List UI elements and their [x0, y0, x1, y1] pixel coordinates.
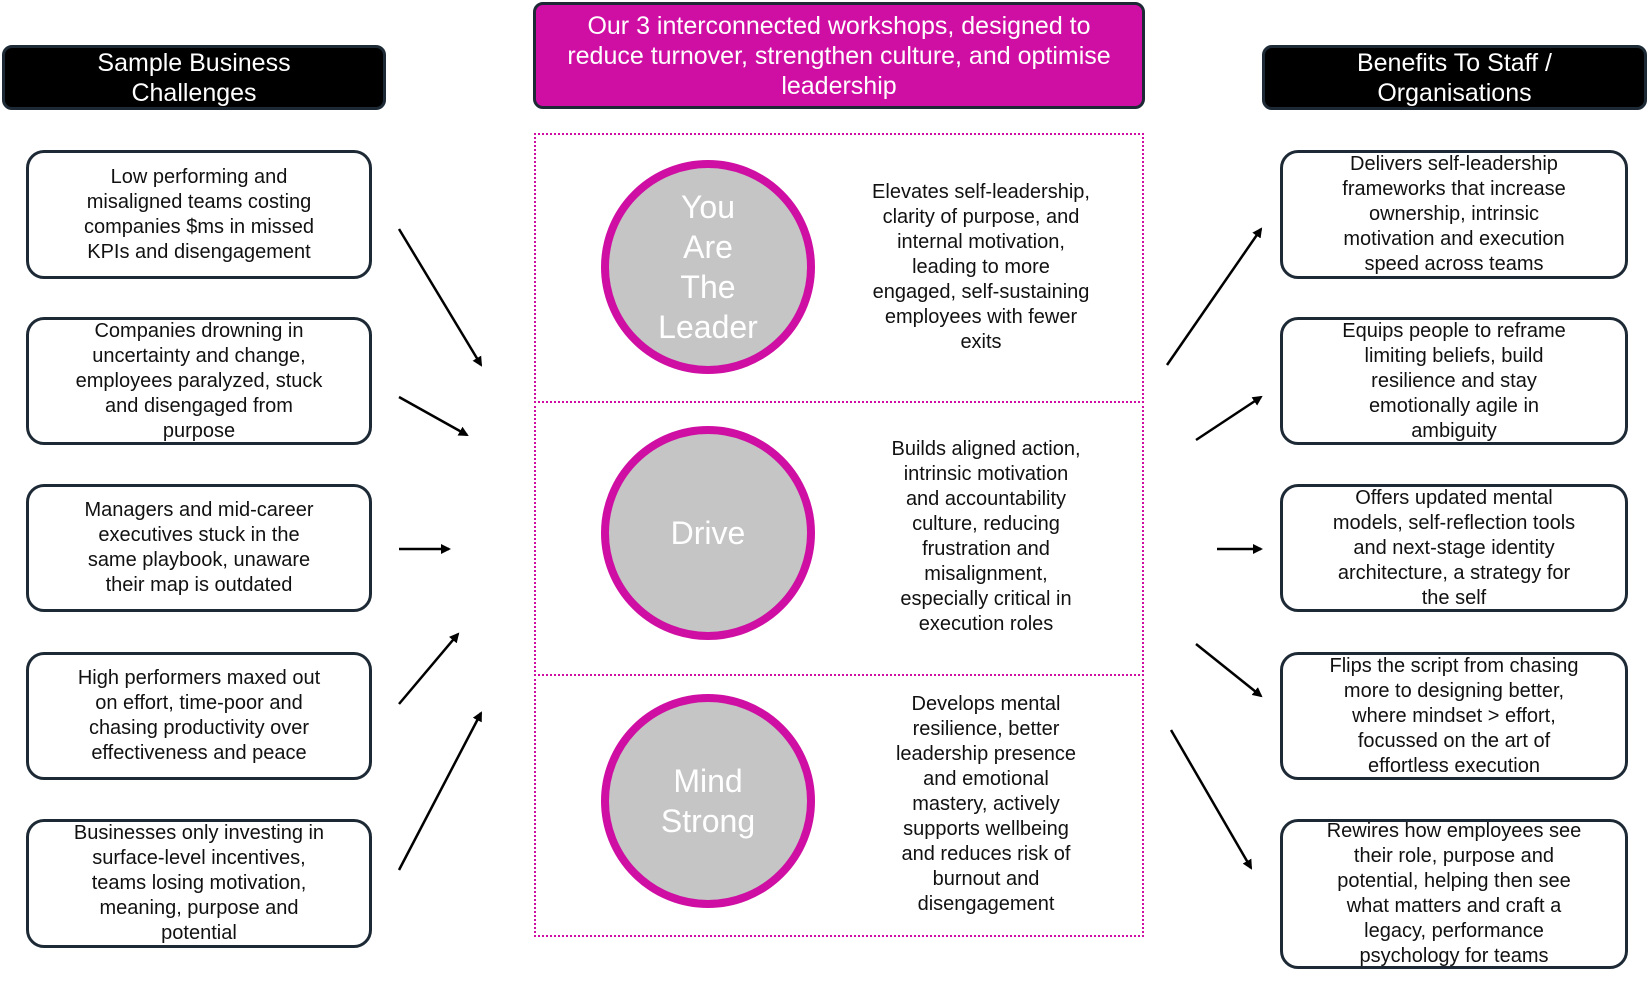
challenge-text: Businesses only investing in surface-lev… [73, 822, 325, 944]
benefits-header: Benefits To Staff / Organisations [1262, 45, 1647, 110]
arrow-icon [1169, 729, 1253, 870]
challenge-card: High performers maxed out on effort, tim… [26, 652, 372, 780]
workshop-circle: You Are The Leader [601, 160, 815, 374]
arrow-icon [1195, 643, 1263, 698]
benefit-text: Equips people to reframe limiting belief… [1342, 319, 1566, 442]
workshop-panel-drive: Drive Builds aligned action, intrinsic m… [534, 401, 1144, 676]
benefit-card: Offers updated mental models, self-refle… [1280, 484, 1628, 612]
arrow-icon [397, 711, 483, 871]
workshop-circle: Mind Strong [601, 694, 815, 908]
challenges-header: Sample Business Challenges [2, 45, 386, 110]
benefit-text: Flips the script from chasing more to de… [1329, 654, 1579, 777]
challenge-text: Companies drowning in uncertainty and ch… [75, 319, 323, 442]
challenge-text: Managers and mid-career executives stuck… [84, 499, 314, 596]
benefit-text: Delivers self-leadership frameworks that… [1342, 153, 1566, 275]
workshop-description: Builds aligned action, intrinsic motivat… [891, 438, 1081, 635]
workshop-name: Drive [670, 515, 746, 551]
arrow-icon [397, 228, 483, 367]
benefit-text: Rewires how employees see their role, pu… [1326, 820, 1582, 967]
arrow-icon [1195, 395, 1263, 442]
benefit-card: Delivers self-leadership frameworks that… [1280, 150, 1628, 279]
workshop-panel-mind-strong: Mind Strong Develops mental resilience, … [534, 674, 1144, 937]
arrow-icon [398, 395, 469, 437]
workshop-name: You Are The Leader [658, 189, 758, 345]
workshops-header: Our 3 interconnected workshops, designed… [533, 2, 1145, 109]
benefit-card: Flips the script from chasing more to de… [1280, 652, 1628, 780]
workshops-header-text: Our 3 interconnected workshops, designed… [567, 11, 1111, 100]
challenge-text: High performers maxed out on effort, tim… [77, 667, 321, 764]
challenge-text: Low performing and misaligned teams cost… [83, 165, 315, 263]
challenge-card: Companies drowning in uncertainty and ch… [26, 317, 372, 445]
challenges-header-text: Sample Business Challenges [97, 48, 291, 107]
benefit-card: Rewires how employees see their role, pu… [1280, 819, 1628, 969]
benefit-text: Offers updated mental models, self-refle… [1332, 486, 1576, 609]
benefit-card: Equips people to reframe limiting belief… [1280, 317, 1628, 445]
arrow-icon [1165, 227, 1263, 366]
workshop-description: Elevates self-leadership, clarity of pur… [872, 181, 1090, 353]
workshop-circle: Drive [601, 426, 815, 640]
challenge-card: Businesses only investing in surface-lev… [26, 819, 372, 948]
arrow-icon [398, 632, 460, 705]
challenge-card: Managers and mid-career executives stuck… [26, 484, 372, 612]
challenge-card: Low performing and misaligned teams cost… [26, 150, 372, 279]
workshop-description: Develops mental resilience, better leade… [895, 693, 1077, 915]
workshop-name: Mind Strong [660, 763, 756, 839]
benefits-header-text: Benefits To Staff / Organisations [1356, 48, 1553, 107]
